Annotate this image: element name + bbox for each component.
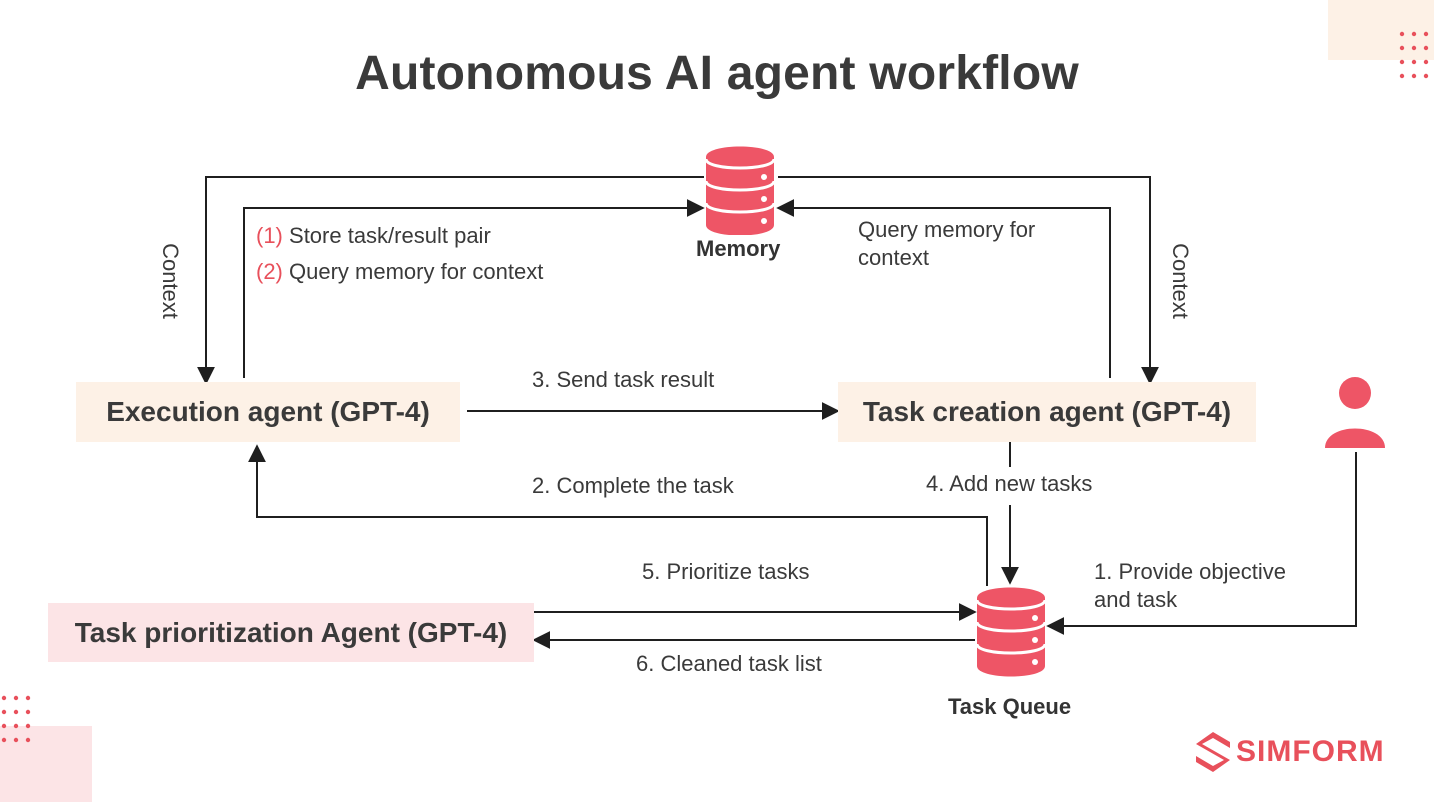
context-label-right: Context [1168,243,1193,319]
brand-name: SIMFORM [1236,735,1385,768]
provide-objective-label-line2: and task [1094,587,1178,612]
context-label-left: Context [158,243,183,319]
provide-objective-label-line1: 1. Provide objective [1094,559,1286,584]
send-result-label: 3. Send task result [532,367,715,392]
dot-grid-bottom-left [1,695,31,743]
edge-context-left [197,176,704,385]
store-step-text: Store task/result pair [289,223,491,248]
task-queue-label: Task Queue [948,694,1072,719]
execution-agent-node: Execution agent (GPT-4) [76,382,460,442]
query-step-text: Query memory for context [289,259,544,284]
store-task-label: (1) Store task/result pair [256,222,491,250]
edge-complete-task [248,444,988,586]
memory-database-icon [704,146,776,235]
prioritize-label: 5. Prioritize tasks [642,559,810,584]
edge-query-memory [776,199,1111,378]
add-tasks-label: 4. Add new tasks [926,471,1093,496]
complete-task-label: 2. Complete the task [532,473,734,498]
cleaned-list-label: 6. Cleaned task list [636,651,822,676]
query-memory-label-line2: context [858,245,929,270]
task-queue-database-icon [975,587,1047,677]
edge-provide-objective [1046,452,1357,635]
query-step-number: (2) [256,259,283,284]
memory-label: Memory [696,236,781,261]
corner-decoration-top-right [1328,0,1434,60]
task-creation-agent-node: Task creation agent (GPT-4) [838,382,1256,442]
task-prioritization-agent-node: Task prioritization Agent (GPT-4) [48,603,534,662]
simform-logo: SIMFORM [1196,732,1385,772]
dot-grid-top-right [1399,31,1429,79]
simform-logo-icon [1196,732,1230,772]
edge-store-query [243,199,705,378]
page-title: Autonomous AI agent workflow [355,47,1079,100]
query-context-label: (2) Query memory for context [256,258,543,286]
edge-context-right [778,176,1159,385]
user-icon [1325,377,1385,448]
query-memory-label-line1: Query memory for [858,217,1036,242]
store-step-number: (1) [256,223,283,248]
